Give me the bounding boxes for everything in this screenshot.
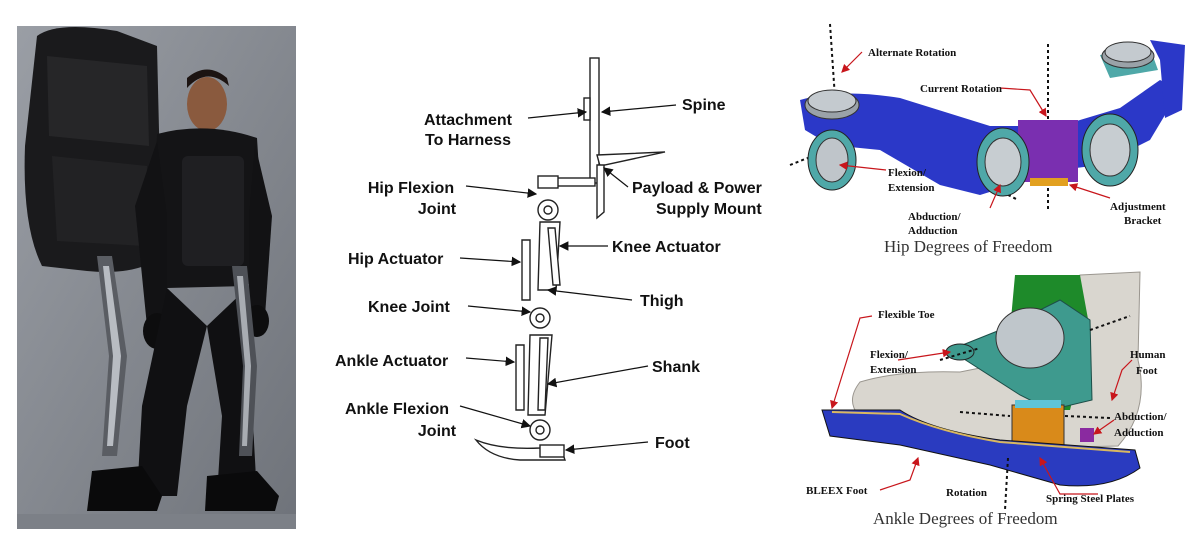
label-foot: Foot [655,435,690,452]
leg-leader-lines [459,104,677,454]
label-hip-flexion-1: Hip Flexion [368,180,454,197]
ankle-caption: Ankle Degrees of Freedom [873,509,1058,528]
hip-label-flexion-2: Extension [888,182,934,194]
hip-label-abduction-2: Adduction [908,225,958,237]
ankle-label-abduction-1: Abduction/ [1114,411,1168,423]
hip-label-flexion-1: Flexion/ [888,167,927,179]
label-payload-2: Supply Mount [656,201,762,218]
ankle-label-flexible-toe: Flexible Toe [878,309,935,321]
label-shank: Shank [652,359,700,376]
ankle-disc [995,307,1065,369]
ankle-label-human-foot-1: Human [1130,349,1165,361]
label-thigh: Thigh [640,293,684,310]
hip-leader-lines [838,51,1111,209]
label-hip-flexion-2: Joint [418,201,457,218]
hip-label-alternate-rotation: Alternate Rotation [868,47,956,59]
ankle-label-spring-steel: Spring Steel Plates [1046,493,1135,505]
label-knee-joint: Knee Joint [368,299,450,316]
hip-label-adjustment-1: Adjustment [1110,201,1166,213]
bleex-foot-plate [821,409,1141,487]
hip-label-adjustment-2: Bracket [1124,215,1162,227]
leg-structure [473,57,666,461]
label-knee-actuator: Knee Actuator [612,239,721,256]
hip-label-abduction-1: Abduction/ [908,211,962,223]
hip-label-current-rotation: Current Rotation [920,83,1002,95]
ankle-leader-lines [830,315,1133,495]
ankle-label-human-foot-2: Foot [1136,365,1158,377]
hip-caption: Hip Degrees of Freedom [884,237,1053,256]
exoskeleton-photo-art [17,26,296,529]
label-spine: Spine [682,97,726,114]
label-payload-1: Payload & Power [632,180,762,197]
ankle-label-abduction-2: Adduction [1114,427,1164,439]
label-ankle-flexion-2: Joint [418,423,457,440]
label-ankle-actuator: Ankle Actuator [335,353,448,370]
ankle-label-flexion-2: Extension [870,364,916,376]
hip-frame [800,40,1185,197]
label-hip-actuator: Hip Actuator [348,251,443,268]
ankle-label-rotation: Rotation [946,487,987,499]
ankle-label-bleex-foot: BLEEX Foot [806,485,868,497]
label-attachment-2: To Harness [425,132,511,149]
ankle-label-flexion-1: Flexion/ [870,349,909,361]
label-attachment-1: Attachment [424,112,513,129]
ankle-axes [939,315,1131,511]
exoskeleton-photo [17,26,296,529]
label-ankle-flexion-1: Ankle Flexion [345,401,449,418]
